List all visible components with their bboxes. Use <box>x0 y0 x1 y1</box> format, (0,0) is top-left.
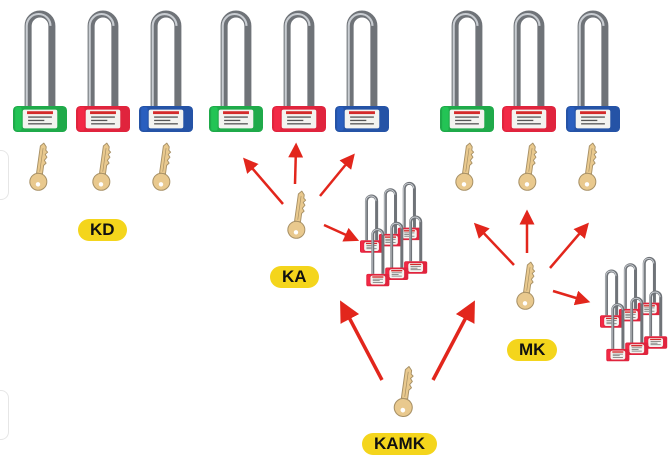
key-icon <box>29 142 49 191</box>
key-icon <box>455 142 475 191</box>
padlock-icon <box>566 10 620 132</box>
padlock-icon <box>335 10 389 132</box>
kd-label: KD <box>78 219 127 241</box>
padlock-icon <box>385 221 409 280</box>
padlock-icon <box>360 194 384 253</box>
kamk-label: KAMK <box>362 433 437 455</box>
padlock-icon <box>625 296 649 355</box>
padlock-icon <box>644 290 668 349</box>
key-icon <box>518 142 538 191</box>
key-icon <box>393 365 414 418</box>
ka-label: KA <box>270 266 319 288</box>
arrow-icon <box>323 223 360 242</box>
padlock-icon <box>272 10 326 132</box>
mk-label: MK <box>507 339 558 361</box>
arrow-icon <box>243 157 284 205</box>
arrow-icon <box>552 289 591 306</box>
padlock-icon <box>209 10 263 132</box>
arrow-icon <box>340 300 384 381</box>
arrow-icon <box>431 300 475 381</box>
key-icon <box>516 261 536 310</box>
padlock-icon <box>440 10 494 132</box>
padlock-icon <box>606 303 630 362</box>
padlock-icon <box>502 10 556 132</box>
padlock-group-icon <box>360 181 428 287</box>
padlock-icon <box>139 10 193 132</box>
key-icon <box>92 142 112 191</box>
arrow-icon <box>473 222 515 266</box>
key-icon <box>152 142 172 191</box>
arrow-icon <box>288 142 304 185</box>
key-icon <box>287 190 307 239</box>
padlock-icon <box>366 228 390 287</box>
padlock-icon <box>13 10 67 132</box>
padlock-group-icon <box>600 256 668 362</box>
arrow-icon <box>319 153 355 197</box>
arrow-icon <box>549 222 589 269</box>
key-icon <box>578 142 598 191</box>
padlock-icon <box>404 215 428 274</box>
padlock-icon <box>76 10 130 132</box>
